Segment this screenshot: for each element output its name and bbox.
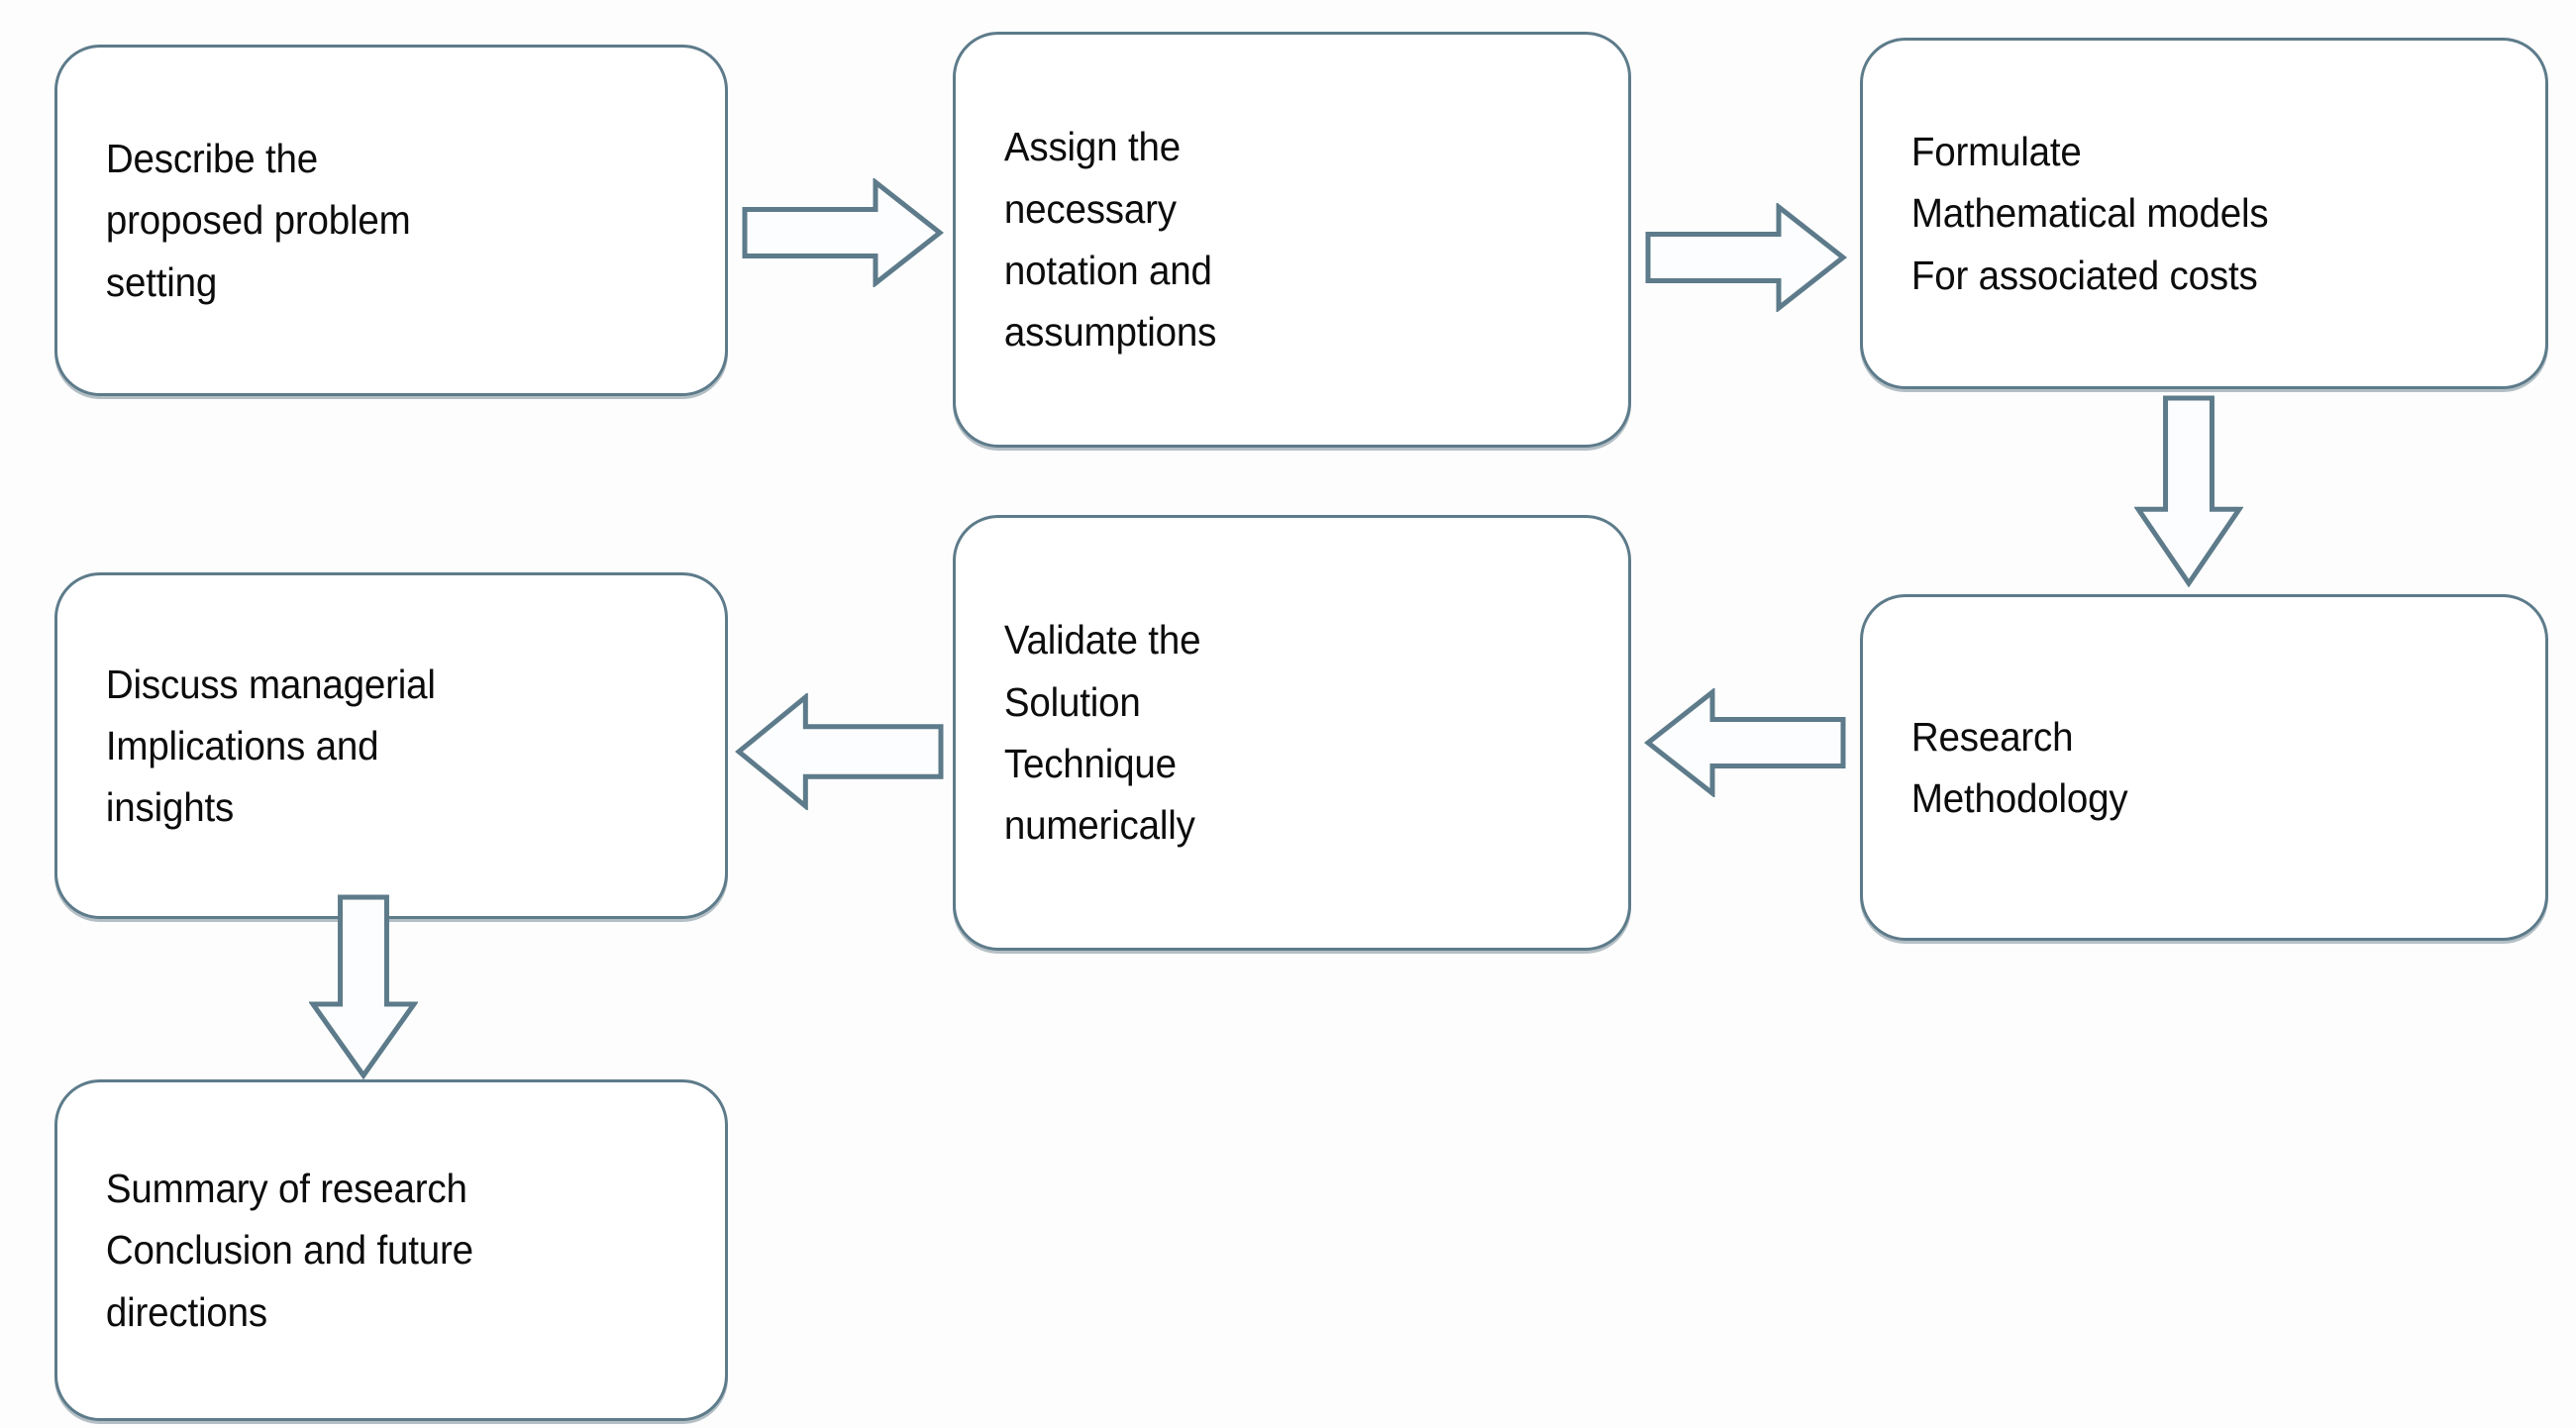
flow-node-describe-problem[interactable]: Describe the proposed problem setting [54,45,728,396]
flow-node-discuss-implications[interactable]: Discuss managerial Implications and insi… [54,572,728,919]
flow-node-research-methodology[interactable]: Research Methodology [1860,594,2548,941]
flow-node-label: Describe the proposed problem setting [105,136,411,305]
flow-node-label: Discuss managerial Implications and insi… [105,661,436,831]
flow-node-label: Summary of research Conclusion and futur… [105,1166,473,1335]
flow-arrow-formulate-to-methodology [2134,394,2243,587]
flow-arrow-validate-to-discuss [735,693,945,810]
flow-node-summary-conclusion[interactable]: Summary of research Conclusion and futur… [54,1079,728,1421]
flow-node-label: Assign the necessary notation and assump… [1003,124,1217,356]
flow-node-assign-notation[interactable]: Assign the necessary notation and assump… [953,32,1631,448]
flow-node-formulate-models[interactable]: Formulate Mathematical models For associ… [1860,38,2548,389]
flow-node-label: Research Methodology [1910,713,2128,821]
flow-node-validate-solution[interactable]: Validate the Solution Technique numerica… [953,515,1631,951]
flow-node-label: Formulate Mathematical models For associ… [1910,129,2269,298]
flow-node-label: Validate the Solution Technique numerica… [1003,617,1201,849]
flow-arrow-assign-to-formulate [1644,203,1847,312]
flow-arrow-methodology-to-validate [1644,688,1847,797]
flow-arrow-discuss-to-summary [309,893,418,1079]
flow-arrow-describe-to-assign [741,178,944,287]
